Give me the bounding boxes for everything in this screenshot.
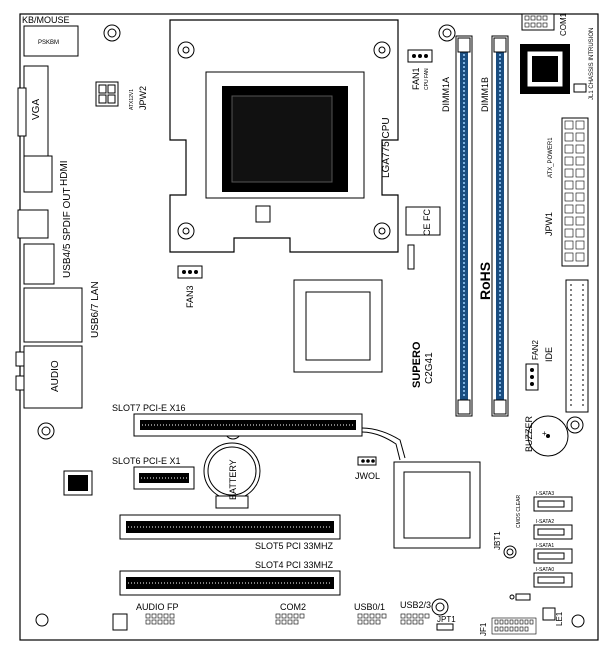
cmos-clear-label: CMOS CLEAR <box>516 495 522 528</box>
fan1-label: FAN1 <box>411 67 421 90</box>
slot5-label: SLOT5 PCI 33MHZ <box>255 541 334 551</box>
atx-power-label: ATX_POWER1 <box>548 137 554 178</box>
jbt1-label: JBT1 <box>493 531 502 550</box>
com2-label: COM2 <box>280 602 306 612</box>
mounting-hole <box>571 614 585 628</box>
audio-fp-pins <box>145 613 175 625</box>
audio-label: AUDIO <box>50 360 61 392</box>
svg-text:+: + <box>542 429 547 438</box>
fan3-label: FAN3 <box>185 285 195 308</box>
usb01-header <box>357 613 387 625</box>
jpt1-label: JPT1 <box>437 615 456 624</box>
compliance-sticker <box>405 206 441 236</box>
jpt1-header <box>436 623 454 631</box>
buzzer-label: BUZZER <box>524 415 534 452</box>
hdmi-port <box>23 155 53 193</box>
chassis-intrusion-label: JL1 CHASSIS INTRUSION <box>589 28 595 100</box>
cpu-mount-holes <box>177 41 391 240</box>
compliance-mark-fc: FC <box>422 209 432 221</box>
spdif-port <box>17 209 49 239</box>
vga-port <box>23 65 49 157</box>
usb01-label: USB0/1 <box>354 602 385 612</box>
usb45-spdif-label: USB4/5 SPDIF OUT <box>62 187 73 278</box>
usb23-label: USB2/3 <box>400 600 431 610</box>
isata2-label: I-SATA2 <box>536 519 554 525</box>
dimm1a-slot <box>455 35 473 417</box>
kb-mouse-label: KB/MOUSE <box>22 15 70 25</box>
ide-label: IDE <box>544 347 554 362</box>
usb45-port <box>23 243 55 285</box>
battery-label: BATTERY <box>228 459 238 500</box>
slot7-label: SLOT7 PCI-E X16 <box>112 403 186 413</box>
audio-fp-header <box>112 613 128 631</box>
usb67-lan-label: USB6/7 LAN <box>90 281 101 338</box>
slot6-label: SLOT6 PCI-E X1 <box>112 456 181 466</box>
jf1-front-panel-header <box>491 617 537 635</box>
jf1-label: JF1 <box>479 622 488 636</box>
brand-label: SUPERO <box>411 341 423 388</box>
dimm1b-label: DIMM1B <box>480 77 490 112</box>
jpw2-label: JPW2 <box>138 86 148 110</box>
model-label: C2G41 <box>424 352 435 384</box>
slot4-label: SLOT4 PCI 33MHZ <box>255 560 334 570</box>
cpu-fan-label: CPU FAN <box>424 68 430 90</box>
com1-label: COM1 <box>559 12 568 36</box>
fan2-label: FAN2 <box>531 339 540 360</box>
usb23-header <box>400 613 430 625</box>
sata-ports: I-SATA3 I-SATA2 I-SATA1 I-SATA0 <box>533 491 573 588</box>
le1-label: LE1 <box>555 611 564 626</box>
ide-connector <box>565 279 589 413</box>
ps2-kbm-label: PSKBM <box>38 40 59 46</box>
atx12v-label: ATX12V1 <box>129 89 135 110</box>
isata0-label: I-SATA0 <box>536 567 554 573</box>
compliance-mark-ce: CE <box>422 223 432 236</box>
audio-fp-label: AUDIO FP <box>136 602 179 612</box>
dimm1b-slot <box>491 35 509 417</box>
mounting-hole <box>35 613 49 627</box>
audio-port <box>23 345 83 409</box>
jpw1-label: JPW1 <box>544 212 554 236</box>
isata3-label: I-SATA3 <box>536 491 554 497</box>
vga-label: VGA <box>31 99 42 120</box>
cpu-label: LGA775 CPU <box>381 117 392 178</box>
rohs-label: RoHS <box>477 262 493 300</box>
hdmi-label: HDMI <box>59 160 70 186</box>
com2-header <box>275 613 305 625</box>
jwol-label: JWOL <box>355 471 380 481</box>
lan-port <box>23 287 83 343</box>
le1-led <box>542 607 556 621</box>
ps2-port <box>23 25 79 57</box>
isata1-label: I-SATA1 <box>536 543 554 549</box>
dimm1a-label: DIMM1A <box>441 77 451 112</box>
